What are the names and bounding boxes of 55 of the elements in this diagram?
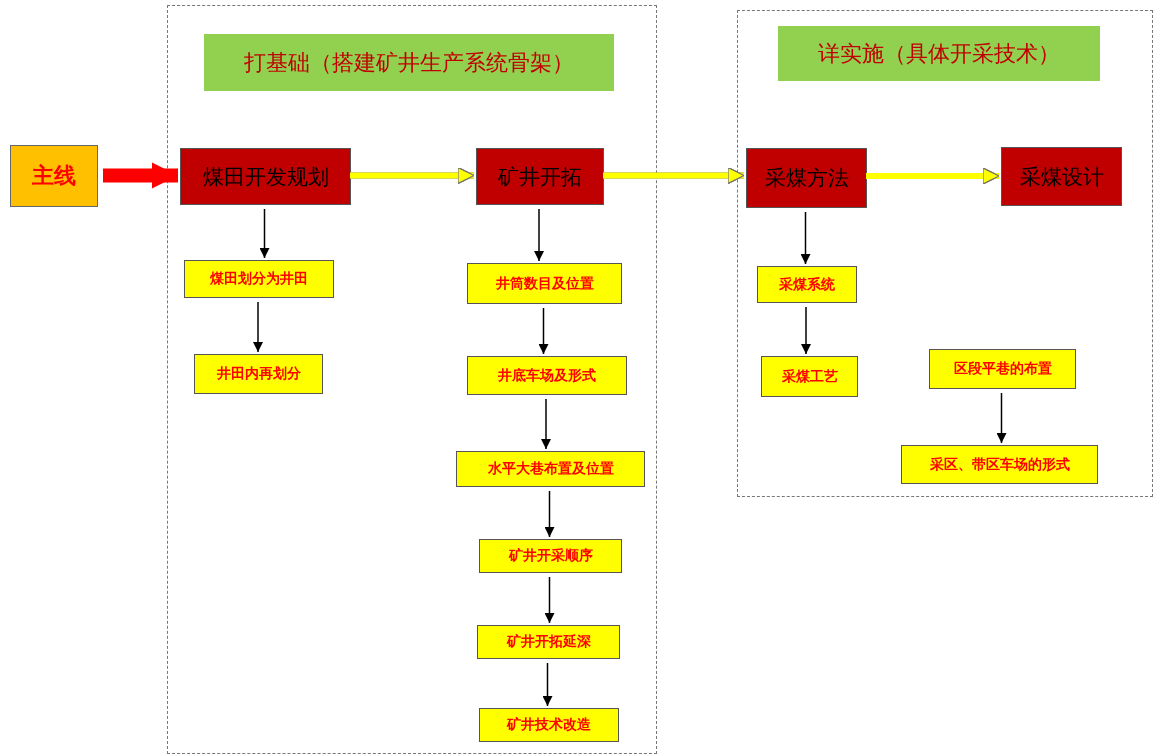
node-label: 煤田开发规划	[202, 163, 329, 191]
node-label: 煤田划分为井田	[210, 270, 308, 288]
arrow	[538, 307, 549, 355]
step-box	[929, 349, 1076, 389]
node-label: 主线	[32, 162, 76, 190]
node-label: 采煤工艺	[781, 367, 838, 386]
arrow	[996, 392, 1007, 444]
node-label: 打基础（搭建矿井生产系统骨架）	[244, 48, 574, 77]
step-box	[479, 708, 619, 742]
step-box	[184, 260, 334, 298]
arrow	[534, 208, 544, 262]
node-label: 井田内再划分	[216, 365, 301, 383]
arrow	[801, 306, 811, 355]
arrow	[544, 490, 555, 538]
step-box	[467, 356, 627, 395]
process-box	[1001, 147, 1122, 206]
step-box	[761, 356, 858, 397]
dashed-panel	[737, 10, 1153, 497]
arrow	[800, 211, 811, 265]
node-label: 详实施（具体开采技术）	[818, 39, 1060, 68]
arrow	[866, 167, 1000, 185]
arrow	[253, 301, 263, 353]
node-label: 井筒数目及位置	[495, 274, 594, 293]
node-label: 采区、带区车场的形式	[929, 455, 1070, 474]
dashed-panel	[167, 5, 657, 754]
node-label: 采煤方法	[764, 165, 849, 192]
node-label: 区段平巷的布置	[953, 360, 1052, 378]
node-label: 采煤系统	[779, 275, 835, 294]
node-label: 矿井开拓	[498, 163, 582, 191]
step-box	[901, 445, 1098, 484]
arrow	[259, 208, 270, 259]
step-box	[194, 354, 323, 394]
process-box	[746, 148, 867, 208]
process-box	[180, 148, 351, 205]
arrow	[103, 162, 178, 189]
node-label: 矿井开拓延深	[506, 633, 591, 651]
arrow	[541, 398, 551, 450]
arrow	[542, 662, 553, 707]
step-box	[757, 266, 857, 303]
step-box	[479, 539, 622, 573]
node-label: 水平大巷布置及位置	[487, 460, 614, 478]
node-label: 矿井技术改造	[507, 716, 591, 734]
section-header	[204, 34, 614, 91]
start-box	[10, 145, 98, 207]
arrow	[350, 166, 475, 185]
node-label: 采煤设计	[1019, 163, 1104, 191]
node-label: 矿井开采顺序	[508, 547, 593, 565]
step-box	[467, 263, 622, 304]
step-box	[456, 451, 645, 487]
arrow	[544, 576, 555, 624]
section-header	[778, 26, 1100, 81]
arrow	[603, 166, 745, 185]
step-box	[477, 625, 620, 659]
node-label: 井底车场及形式	[498, 366, 596, 385]
process-box	[476, 148, 604, 205]
